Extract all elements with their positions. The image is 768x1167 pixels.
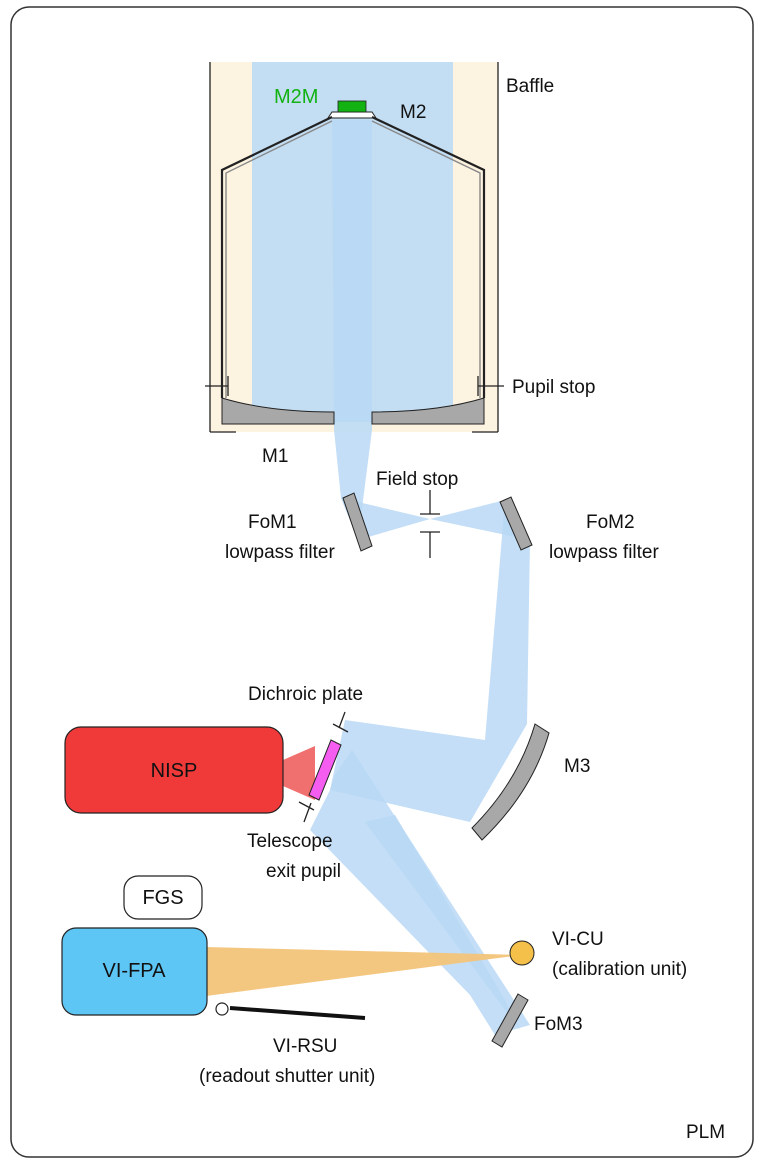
nisp-label: NISP — [151, 760, 198, 782]
fom1-label-line1: FoM1 — [248, 512, 297, 533]
fom1-mirror — [342, 492, 373, 552]
beam-m2-to-fom1 — [332, 120, 372, 540]
m2-strut-right — [371, 116, 486, 398]
m3-label: M3 — [564, 756, 590, 777]
fom3-label: FoM3 — [534, 1014, 583, 1035]
baffle-label: Baffle — [506, 76, 554, 97]
m2m-label: M2M — [274, 86, 318, 108]
fom3-mirror — [491, 993, 529, 1048]
nisp-box — [64, 726, 284, 814]
beam-fom2-to-m3 — [330, 500, 530, 822]
light-beam — [252, 62, 530, 1035]
fom2-label-line2: lowpass filter — [549, 542, 659, 563]
vi-rsu-shutter-blade — [229, 1006, 366, 1020]
beam-fom1-to-fom2 — [341, 498, 530, 540]
m2-strut-left-inner — [225, 120, 333, 398]
vi-rsu-label-line1: VI-RSU — [273, 1036, 337, 1057]
fom2-label-line1: FoM2 — [586, 512, 635, 533]
dichroic-plate-label: Dichroic plate — [248, 684, 363, 705]
vi-cu-label-line2: (calibration unit) — [552, 959, 687, 980]
vi-fpa-box — [61, 927, 208, 1016]
exit-pupil-label-line1: Telescope — [247, 831, 333, 852]
fom2-mirror — [499, 496, 533, 551]
dichroic-plate — [308, 739, 342, 801]
pupil-stop-label: Pupil stop — [512, 377, 595, 398]
exit-pupil-label-line2: exit pupil — [266, 861, 341, 882]
m1-label: M1 — [262, 446, 288, 467]
m2-strut-right-inner — [371, 120, 481, 398]
calibration-cone — [206, 947, 522, 996]
vi-cu-source — [509, 940, 535, 966]
beam-fom3-to-vi — [365, 815, 520, 1030]
plm-label: PLM — [686, 1122, 725, 1143]
fom1-label-line2: lowpass filter — [225, 542, 335, 563]
m2m-mechanism — [337, 100, 367, 113]
m2-strut-left — [220, 116, 333, 398]
plm-frame — [10, 6, 754, 1158]
field-stop-label: Field stop — [376, 469, 458, 490]
m3-mirror — [471, 723, 550, 841]
m1-mirror-right — [371, 397, 485, 425]
dichroic-pointer — [332, 711, 349, 733]
fgs-box — [123, 875, 203, 920]
vi-fpa-label: VI-FPA — [103, 960, 167, 982]
exit-pupil-pointer — [298, 801, 315, 823]
m1-mirror-left — [221, 397, 335, 425]
vi-rsu-pivot — [215, 1002, 229, 1016]
vi-cu-label-line1: VI-CU — [552, 929, 604, 950]
pupil-stop-right — [477, 376, 504, 396]
fgs-label: FGS — [142, 887, 183, 909]
pupil-stop-left — [205, 376, 229, 396]
nisp-beam-cone — [283, 746, 315, 800]
m2-label: M2 — [400, 102, 426, 123]
vi-rsu-label-line2: (readout shutter unit) — [199, 1066, 375, 1087]
m2-mirror — [327, 111, 377, 119]
field-stop — [420, 490, 440, 558]
